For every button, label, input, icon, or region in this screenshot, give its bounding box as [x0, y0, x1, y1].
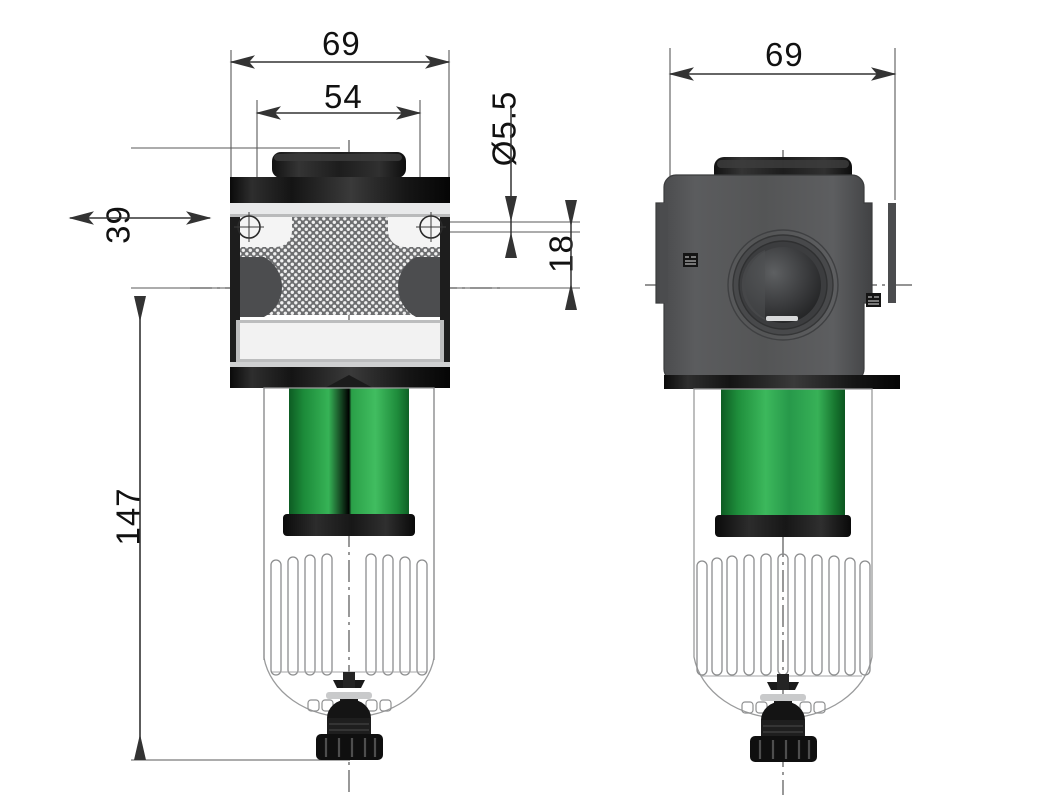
dimension-label-front-width: 69: [322, 25, 361, 62]
port-left: [240, 257, 282, 317]
front-view: [68, 50, 580, 795]
drain-valve: [307, 672, 392, 760]
side-drain-knob: [750, 736, 817, 762]
filter-element: [283, 388, 415, 536]
upper-body: [230, 177, 450, 388]
dimension-label-side-width: 69: [765, 36, 804, 73]
element-collar: [283, 514, 415, 536]
side-bowl-guard: [696, 553, 871, 676]
drain-knob: [316, 734, 383, 760]
bowl: [263, 387, 435, 719]
dimension-hole-diameter: [505, 107, 517, 258]
side-element-collar: [715, 515, 851, 537]
side-view: [645, 48, 915, 795]
marking-square: [683, 253, 881, 307]
side-drain-valve: [741, 674, 826, 762]
center-port: [727, 229, 839, 341]
side-filter-element: [715, 389, 851, 537]
bowl-guard: [270, 553, 428, 676]
dimension-hole-spacing: [565, 200, 577, 310]
port-right: [398, 257, 440, 317]
top-cap: [272, 152, 406, 178]
side-bottom-flange: [664, 375, 900, 389]
dimension-overall-height: [134, 296, 146, 760]
